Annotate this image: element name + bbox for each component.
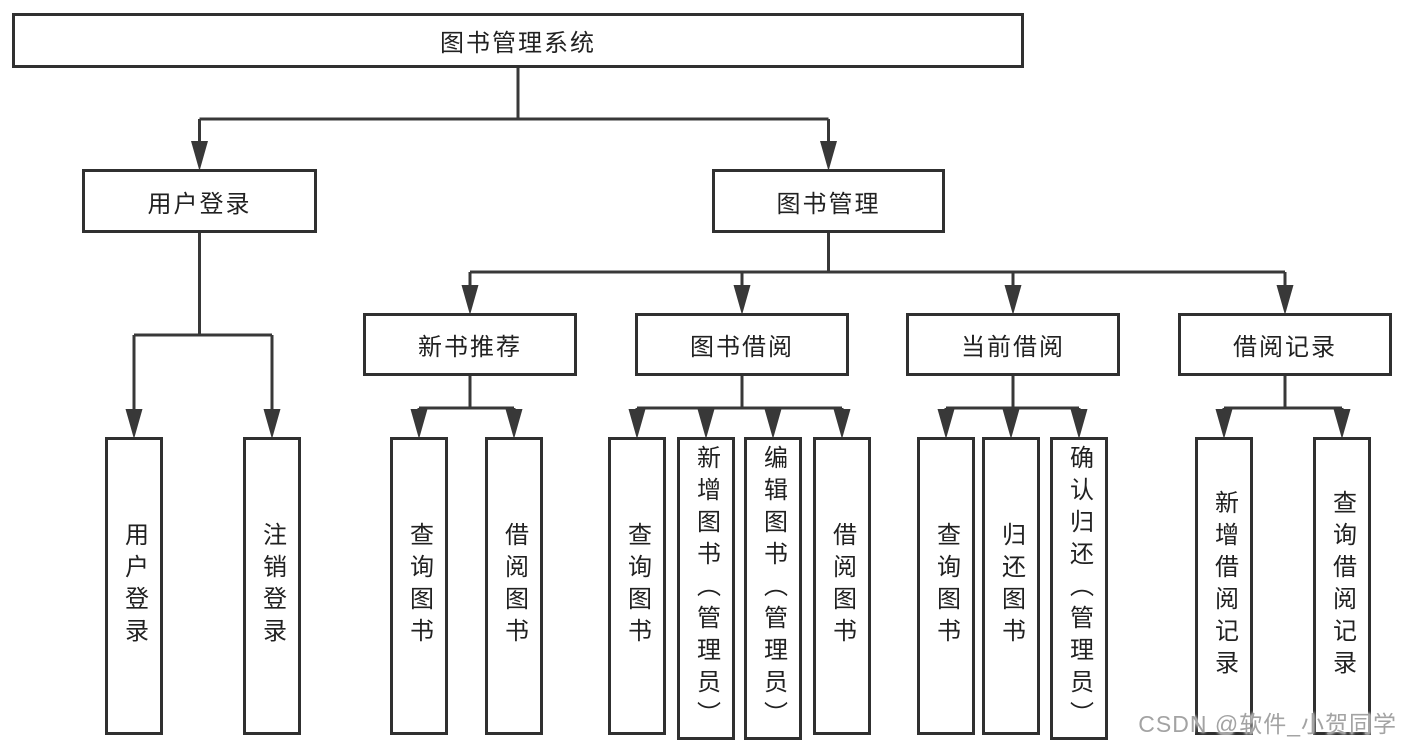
node-label: 图书管理系统: [440, 30, 596, 57]
node-user-login: 用户登录: [82, 169, 317, 233]
watermark: CSDN @软件_小贺同学: [1138, 711, 1397, 737]
node-label: 借阅记录: [1233, 334, 1337, 361]
node-label: 新增借阅记录: [1210, 490, 1238, 682]
node-label: 当前借阅: [961, 334, 1065, 361]
node-leaf-cb-return-books: 归还图书: [982, 437, 1040, 735]
node-leaf-bb-add-books-admin: 新增图书（管理员）: [677, 437, 735, 740]
node-leaf-cb-query-books: 查询图书: [917, 437, 975, 735]
node-current-borrow: 当前借阅: [906, 313, 1120, 376]
node-label: 新书推荐: [418, 334, 522, 361]
node-label: 查询图书: [405, 522, 433, 650]
node-label: 归还图书: [997, 522, 1025, 650]
node-leaf-bb-query-books: 查询图书: [608, 437, 666, 735]
node-system-root: 图书管理系统: [12, 13, 1024, 68]
node-label: 注销登录: [258, 522, 286, 650]
node-label: 编辑图书（管理员）: [759, 444, 787, 733]
node-leaf-cb-confirm-return-admin: 确认归还（管理员）: [1050, 437, 1108, 740]
node-leaf-nbr-borrow-books: 借阅图书: [485, 437, 543, 735]
node-label: 查询图书: [932, 522, 960, 650]
node-label: 图书借阅: [690, 334, 794, 361]
node-leaf-bb-borrow-books: 借阅图书: [813, 437, 871, 735]
node-label: 新增图书（管理员）: [692, 444, 720, 733]
node-leaf-bb-edit-books-admin: 编辑图书（管理员）: [744, 437, 802, 740]
node-label: 借阅图书: [500, 522, 528, 650]
node-leaf-br-add-record: 新增借阅记录: [1195, 437, 1253, 735]
node-new-book-rec: 新书推荐: [363, 313, 577, 376]
node-borrow-record: 借阅记录: [1178, 313, 1392, 376]
node-book-mgmt: 图书管理: [712, 169, 945, 233]
node-leaf-user-login: 用户登录: [105, 437, 163, 735]
node-book-borrow: 图书借阅: [635, 313, 849, 376]
node-label: 图书管理: [776, 190, 881, 218]
node-label: 借阅图书: [828, 522, 856, 650]
node-leaf-logout: 注销登录: [243, 437, 301, 735]
node-label: 用户登录: [120, 522, 148, 650]
node-label: 用户登录: [147, 190, 252, 218]
node-label: 确认归还（管理员）: [1065, 444, 1093, 733]
node-leaf-br-query-record: 查询借阅记录: [1313, 437, 1371, 735]
node-leaf-nbr-query-books: 查询图书: [390, 437, 448, 735]
node-label: 查询借阅记录: [1328, 490, 1356, 682]
node-label: 查询图书: [623, 522, 651, 650]
